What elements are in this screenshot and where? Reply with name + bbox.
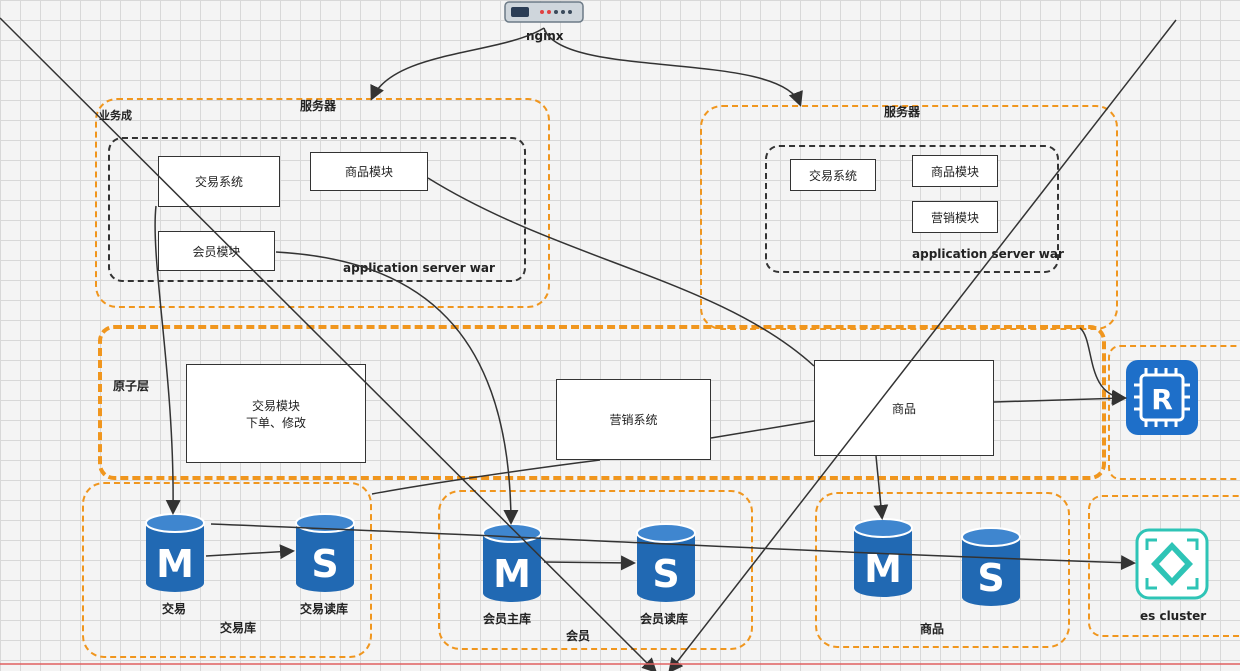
trade-group-label: 交易库 [220, 621, 257, 635]
atomic-layer-label: 原子层 [113, 379, 150, 393]
es-cluster-icon [1135, 528, 1209, 600]
redis-letter: R [1151, 383, 1173, 416]
nginx-to-right-server-arrow [543, 27, 803, 107]
trade-slave-label: 交易读库 [300, 602, 349, 616]
business-layer-label: 业务成 [99, 109, 132, 122]
atomic-goods[interactable]: 商品 [814, 360, 994, 456]
goods-slave-letter: S [977, 556, 1004, 600]
member-master-letter: M [493, 552, 531, 596]
left-server-title: 服务器 [300, 99, 337, 113]
nginx-to-left-server-arrow [370, 27, 545, 101]
member-group-label: 会员 [566, 629, 591, 643]
es-cluster-label: es cluster [1140, 609, 1207, 623]
atomic-trade-module[interactable]: 交易模块 下单、修改 [186, 364, 366, 463]
left-app-server-label: application server war [343, 261, 495, 275]
member-master-db-icon: M [481, 523, 543, 603]
nginx-label: nginx [526, 29, 564, 43]
trade-slave-db-icon: S [294, 513, 356, 593]
member-slave-letter: S [652, 552, 679, 596]
member-master-label: 会员主库 [483, 612, 532, 626]
trade-slave-letter: S [311, 542, 338, 586]
nginx-router-icon [504, 0, 584, 24]
atomic-trade-line1: 交易模块 [251, 398, 300, 413]
member-slave-label: 会员读库 [640, 612, 689, 626]
goods-master-letter: M [864, 547, 902, 591]
trade-master-db-icon: M [144, 513, 206, 593]
left-trade-system[interactable]: 交易系统 [158, 156, 280, 207]
right-marketing-module[interactable]: 营销模块 [912, 201, 998, 233]
left-member-module[interactable]: 会员模块 [158, 231, 275, 271]
member-slave-db-icon: S [635, 523, 697, 603]
right-goods-module[interactable]: 商品模块 [912, 155, 998, 187]
goods-slave-db-icon: S [960, 527, 1022, 607]
atomic-trade-line2: 下单、修改 [245, 415, 306, 430]
trade-master-letter: M [156, 542, 194, 586]
redis-icon: R [1126, 360, 1198, 435]
right-server-title: 服务器 [884, 105, 921, 119]
atomic-marketing-system[interactable]: 营销系统 [556, 379, 711, 460]
goods-master-db-icon: M [852, 518, 914, 598]
goods-group-label: 商品 [920, 622, 945, 636]
trade-master-label: 交易 [162, 602, 187, 616]
right-trade-system[interactable]: 交易系统 [790, 159, 876, 191]
right-app-server-label: application server war [912, 247, 1064, 261]
left-goods-module[interactable]: 商品模块 [310, 152, 428, 191]
